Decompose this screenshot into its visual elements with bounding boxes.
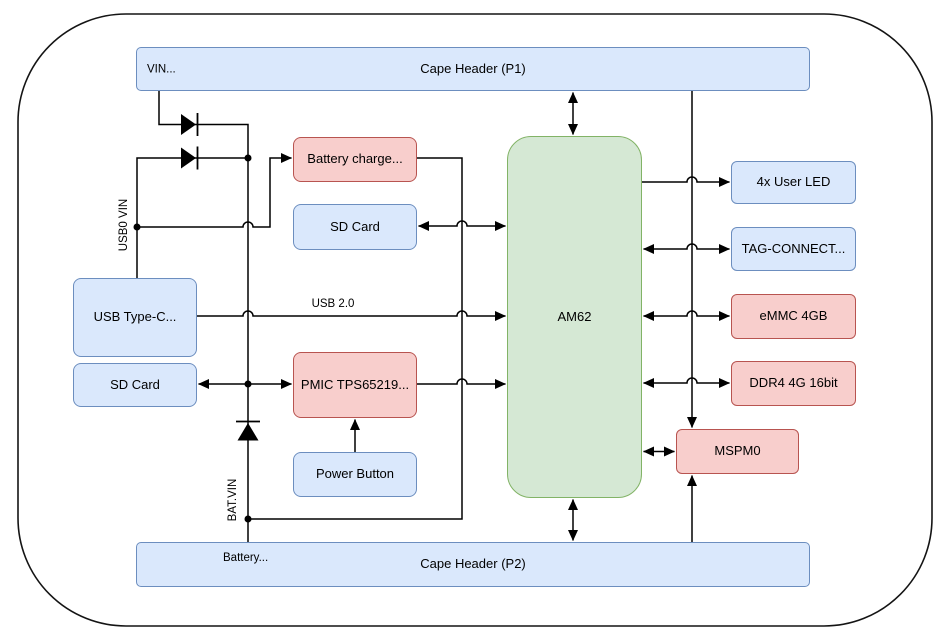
junction-dot <box>244 380 252 388</box>
battery-charger-block: Battery charge... <box>293 137 417 182</box>
pmic-block: PMIC TPS65219... <box>293 352 417 418</box>
emmc-block: eMMC 4GB <box>731 294 856 339</box>
usb2-label: USB 2.0 <box>311 298 355 310</box>
power-button-label: Power Button <box>315 466 395 482</box>
diodes <box>181 113 260 441</box>
cape-header-p1-block: Cape Header (P1) VIN... <box>136 47 810 91</box>
ddr4-block: DDR4 4G 16bit <box>731 361 856 406</box>
diode-icon <box>236 420 260 441</box>
cape-header-p2-block: Cape Header (P2) Battery... <box>136 542 810 587</box>
sd-card-top-block: SD Card <box>293 204 417 250</box>
usb-type-c-label: USB Type-C... <box>93 309 177 325</box>
junction-dots <box>133 154 252 523</box>
sd-card-top-label: SD Card <box>330 218 380 234</box>
junction-dot <box>133 223 141 231</box>
user-led-label: 4x User LED <box>756 174 831 190</box>
cape-header-p1-label: Cape Header (P1) <box>420 60 526 76</box>
connector-vin-rail <box>158 91 249 542</box>
ddr4-label: DDR4 4G 16bit <box>749 375 838 391</box>
sd-card-left-label: SD Card <box>110 376 160 392</box>
bat-vin-label: BAT.VIN <box>227 478 239 522</box>
diode-icon <box>181 146 199 170</box>
usb0-vin-label: USB0 VIN <box>118 198 130 252</box>
am62-label: AM62 <box>557 308 592 324</box>
junction-dot <box>244 154 252 162</box>
connector-am62-emmc <box>643 310 730 321</box>
connector-usbc-rail <box>136 157 248 278</box>
mspm0-label: MSPM0 <box>714 443 761 459</box>
board-outline <box>17 13 933 627</box>
connectors <box>136 91 730 542</box>
connector-usb0vin-batterycharger <box>137 153 292 228</box>
diode-icon <box>181 113 199 136</box>
am62-block: AM62 <box>507 136 642 498</box>
connector-batterycharger-batvin <box>249 157 463 520</box>
connector-am62-userled <box>642 176 730 187</box>
user-led-block: 4x User LED <box>731 161 856 204</box>
connector-am62-ddr4 <box>643 377 730 388</box>
tag-connect-label: TAG-CONNECT... <box>741 240 846 256</box>
battery-label: Battery... <box>223 552 269 564</box>
tag-connect-block: TAG-CONNECT... <box>731 227 856 271</box>
cape-header-p2-label: Cape Header (P2) <box>420 556 526 572</box>
emmc-label: eMMC 4GB <box>759 308 828 324</box>
connector-usb2-am62 <box>197 310 506 321</box>
connector-am62-tagconnect <box>643 243 730 254</box>
sd-card-left-block: SD Card <box>73 363 197 407</box>
junction-dot <box>244 515 252 523</box>
battery-charger-label: Battery charge... <box>307 151 403 167</box>
power-button-block: Power Button <box>293 452 417 497</box>
vin-label: VIN... <box>147 63 176 76</box>
usb-type-c-block: USB Type-C... <box>73 278 197 357</box>
pmic-label: PMIC TPS65219... <box>300 376 410 392</box>
mspm0-block: MSPM0 <box>676 429 799 474</box>
